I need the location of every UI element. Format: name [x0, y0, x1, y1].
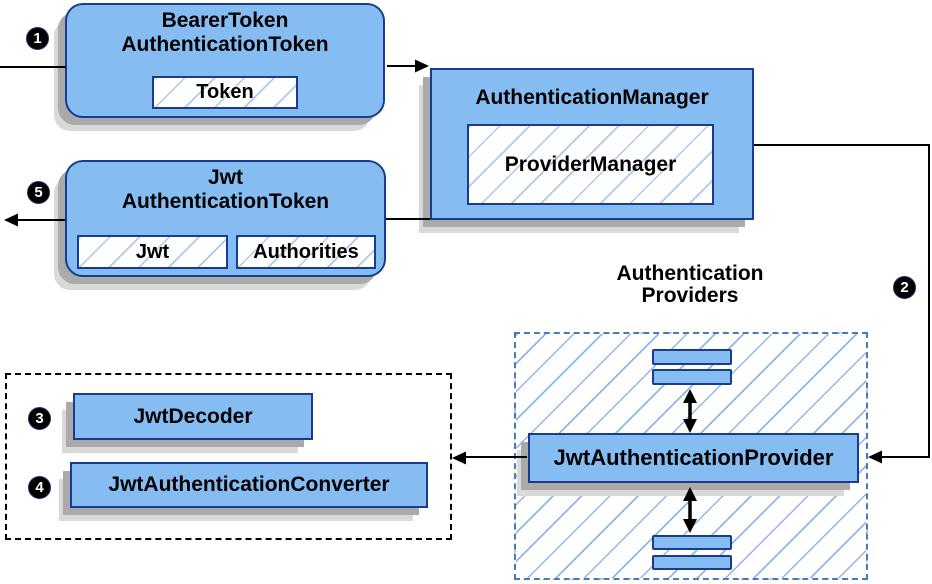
- step-4-badge: 4: [28, 476, 51, 499]
- jwt-authentication-provider-label: JwtAuthenticationProvider: [553, 445, 834, 470]
- jwt-decoder-node: JwtDecoder: [73, 393, 313, 440]
- step-1-badge: 1: [26, 27, 49, 50]
- jwt-field-label: Jwt: [135, 240, 170, 263]
- provider-stub-rect-top-2: [652, 369, 732, 385]
- jwt-decoder-label: JwtDecoder: [133, 404, 253, 428]
- authorities-field-label: Authorities: [253, 240, 359, 263]
- step-2-badge: 2: [893, 276, 916, 299]
- provider-manager-field-label: ProviderManager: [504, 152, 677, 176]
- jwt-decoder-converter-group: JwtDecoder JwtAuthenticationConverter: [5, 373, 452, 540]
- jwt-authentication-converter-label: JwtAuthenticationConverter: [108, 473, 390, 496]
- jwt-token-node-title: Jwt AuthenticationToken: [67, 162, 384, 214]
- bearer-token-node-title: BearerToken AuthenticationToken: [67, 5, 383, 57]
- jwt-authentication-token-node: Jwt AuthenticationToken Jwt Authorities: [65, 160, 386, 277]
- authorities-field: Authorities: [236, 235, 376, 269]
- jwt-authentication-provider-node: JwtAuthenticationProvider: [528, 433, 859, 483]
- arrowhead-into-manager: [415, 59, 429, 73]
- authentication-providers-label-line2: Providers: [641, 284, 739, 307]
- step-5-badge: 5: [27, 181, 50, 204]
- jwt-token-title-line1: Jwt: [207, 166, 243, 189]
- provider-stub-rect-bottom-2: [652, 555, 732, 570]
- bearer-token-authentication-token-node: BearerToken AuthenticationToken Token: [65, 3, 385, 118]
- token-field-label: Token: [196, 81, 254, 103]
- jwt-token-title-line2: AuthenticationToken: [121, 190, 330, 213]
- authentication-providers-group: JwtAuthenticationProvider: [514, 332, 868, 580]
- bearer-token-title-line1: BearerToken: [161, 9, 289, 32]
- jwt-field: Jwt: [77, 235, 228, 269]
- provider-stub-rect-top-1: [652, 349, 732, 365]
- bearer-token-title-line2: AuthenticationToken: [121, 33, 329, 56]
- arrowhead-into-decoder-group: [452, 451, 466, 465]
- token-field: Token: [152, 76, 298, 109]
- provider-manager-field: ProviderManager: [467, 124, 714, 205]
- authentication-providers-label-line1: Authentication: [616, 262, 764, 285]
- provider-stub-rect-bottom-1: [652, 535, 732, 550]
- authentication-manager-title: AuthenticationManager: [475, 86, 709, 109]
- step-3-badge: 3: [28, 407, 51, 430]
- arrowhead-outgoing-token: [4, 213, 18, 227]
- arrowhead-into-provider: [868, 450, 882, 464]
- authentication-providers-label: Authentication Providers: [575, 263, 805, 307]
- authentication-manager-node: AuthenticationManager ProviderManager: [430, 68, 754, 220]
- jwt-authentication-converter-node: JwtAuthenticationConverter: [70, 462, 428, 508]
